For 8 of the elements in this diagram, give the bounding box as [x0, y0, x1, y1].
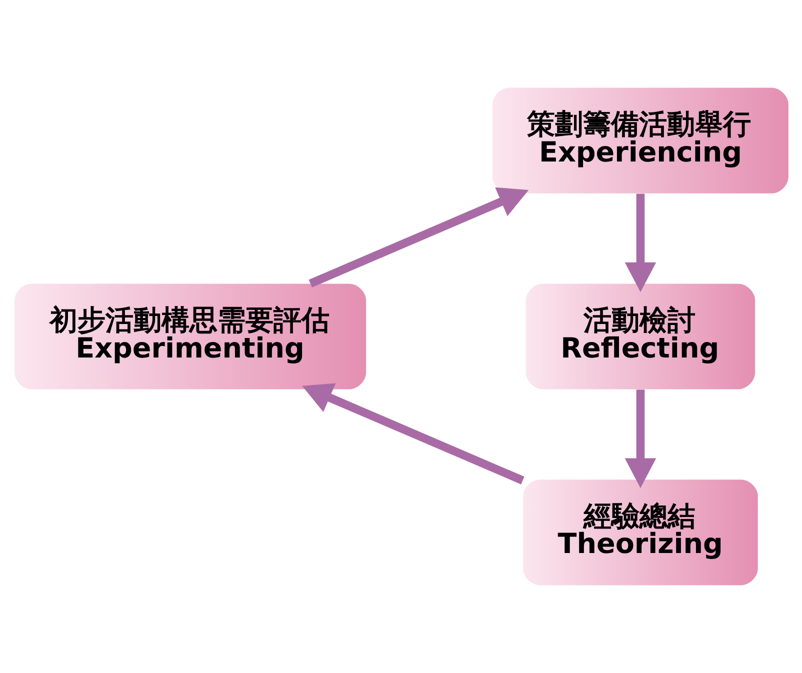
arrow	[302, 383, 524, 484]
node-box: 初步活動構思需要評估 Experimenting	[14, 284, 366, 390]
node-box: 經驗總結 Theorizing	[522, 480, 758, 586]
node-box: 活動檢討 Reflecting	[525, 284, 755, 390]
arrow	[308, 187, 528, 288]
arrow	[624, 390, 656, 488]
node-box: 策劃籌備活動舉行 Experiencing	[492, 88, 788, 194]
arrow	[624, 194, 656, 292]
